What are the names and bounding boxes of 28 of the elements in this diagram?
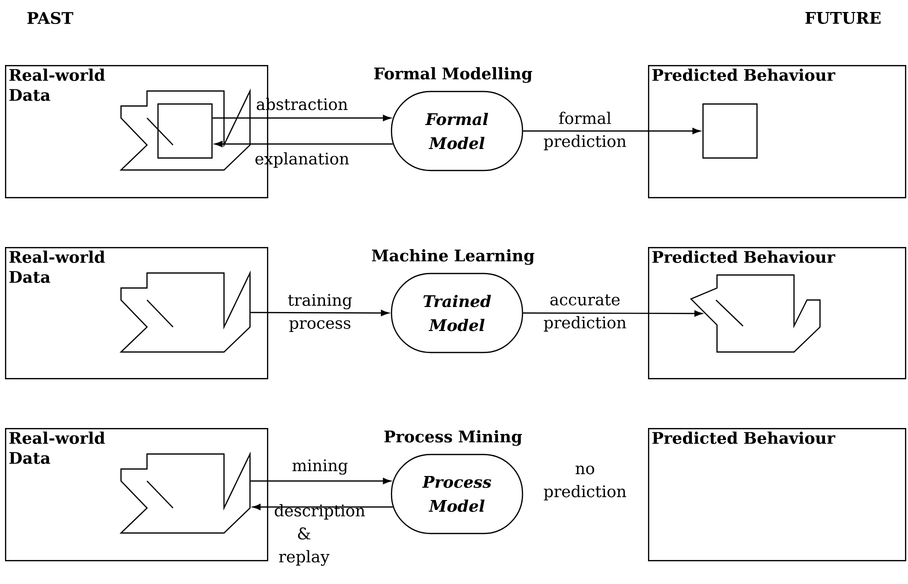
column-heading: PAST: [27, 12, 74, 24]
panel-box: Predicted Behaviour: [648, 428, 906, 562]
edge-label: formal prediction: [544, 112, 626, 150]
arrow: [214, 140, 393, 148]
polygon-drawing: [690, 274, 821, 353]
arrow: [212, 114, 391, 122]
edge-label: mining: [292, 459, 348, 475]
panel-box: Predicted Behaviour: [648, 247, 906, 380]
square: [157, 103, 213, 159]
panel-box: Real-world Data: [5, 247, 268, 380]
model-pill: Formal Model: [390, 90, 524, 172]
arrow: [252, 504, 393, 510]
edge-label: description & replay: [274, 504, 365, 566]
arrow: [250, 478, 391, 484]
model-pill: Trained Model: [390, 272, 524, 354]
model-pill: Process Model: [390, 454, 524, 534]
arrow: [523, 128, 700, 134]
arrow: [523, 310, 702, 317]
polygon-drawing: [120, 451, 251, 534]
edge-label: accurate prediction: [544, 294, 626, 332]
panel-box: Predicted Behaviour: [648, 65, 906, 198]
column-heading: FUTURE: [805, 12, 880, 24]
note: no prediction: [544, 466, 626, 500]
arrow: [250, 310, 389, 316]
edge-label: training process: [288, 294, 352, 332]
polygon-drawing: [120, 270, 251, 353]
panel-box: Real-world Data: [5, 428, 268, 562]
square: [702, 103, 758, 159]
